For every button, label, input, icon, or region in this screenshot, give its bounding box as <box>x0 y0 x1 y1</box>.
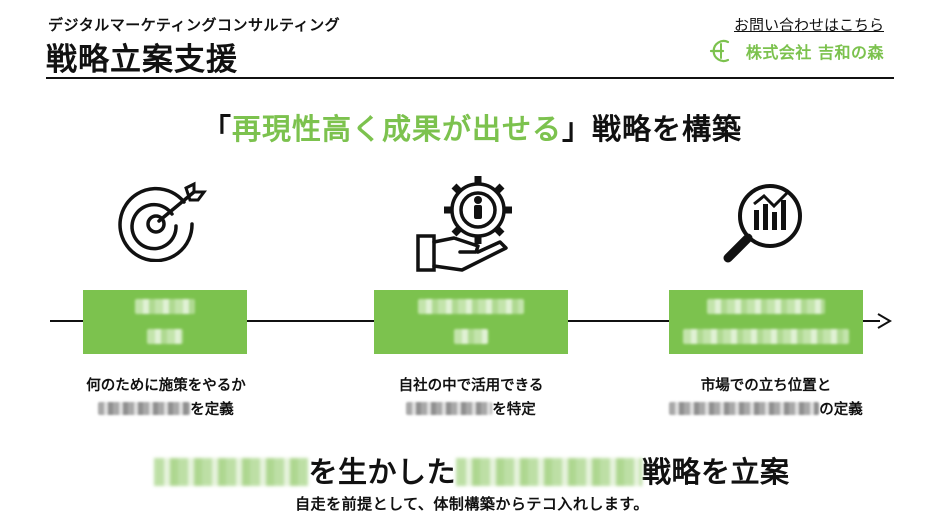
headline-highlight: 再現性高く成果が出せる <box>231 112 562 146</box>
redacted-text <box>669 402 820 415</box>
step-1-line1: 何のために施策をやるか <box>86 378 246 394</box>
headline: 「再現性高く成果が出せる」戦略を構築 <box>0 106 944 148</box>
step-2-line2: を特定 <box>370 398 572 422</box>
redacted-text <box>135 299 195 314</box>
company-brand: 株式会社 吉和の森 <box>708 38 884 64</box>
redacted-text <box>454 329 488 344</box>
company-logo-icon <box>709 39 730 63</box>
redacted-text <box>456 458 642 486</box>
step-box-1 <box>83 290 247 354</box>
redacted-text <box>418 299 524 314</box>
chart-magnifier-icon <box>723 184 802 263</box>
step-3-line2: の定義 <box>654 398 878 422</box>
gear-hand-icon <box>416 176 512 272</box>
step-2-line1: 自社の中で活用できる <box>398 378 544 394</box>
step-description-3: 市場での立ち位置と の定義 <box>654 374 878 422</box>
company-name: 株式会社 吉和の森 <box>745 43 884 62</box>
redacted-text <box>707 299 825 314</box>
step-1-line2: を定義 <box>60 398 272 422</box>
conclusion-part1: を生かした <box>308 455 456 489</box>
conclusion-footnote: 自走を前提として、体制構築からテコ入れします。 <box>295 495 649 513</box>
headline-open-bracket: 「 <box>201 112 232 146</box>
step-description-2: 自社の中で活用できる を特定 <box>370 374 572 422</box>
redacted-text <box>154 458 309 486</box>
headline-rest: 戦略を構築 <box>592 112 743 146</box>
page-title: 戦略立案支援 <box>46 42 238 78</box>
redacted-text <box>683 329 849 344</box>
contact-link[interactable]: お問い合わせはこちら <box>733 16 884 34</box>
step-box-3 <box>669 290 863 354</box>
target-icon <box>118 181 207 262</box>
step-description-1: 何のために施策をやるか を定義 <box>60 374 272 422</box>
step-3-suffix: の定義 <box>819 402 863 418</box>
header-subtitle: デジタルマーケティングコンサルティング <box>48 16 341 34</box>
headline-close-bracket: 」 <box>562 112 593 146</box>
timeline-arrow-icon <box>877 313 892 329</box>
step-2-suffix: を特定 <box>492 402 536 418</box>
redacted-text <box>147 329 183 344</box>
step-box-2 <box>374 290 568 354</box>
conclusion-headline: を生かした 戦略を立案 <box>0 449 944 491</box>
conclusion-part2: 戦略を立案 <box>642 455 790 489</box>
step-1-suffix: を定義 <box>190 402 234 418</box>
redacted-text <box>406 402 493 415</box>
header-divider <box>46 77 894 79</box>
step-3-line1: 市場での立ち位置と <box>700 378 832 394</box>
redacted-text <box>98 402 191 415</box>
